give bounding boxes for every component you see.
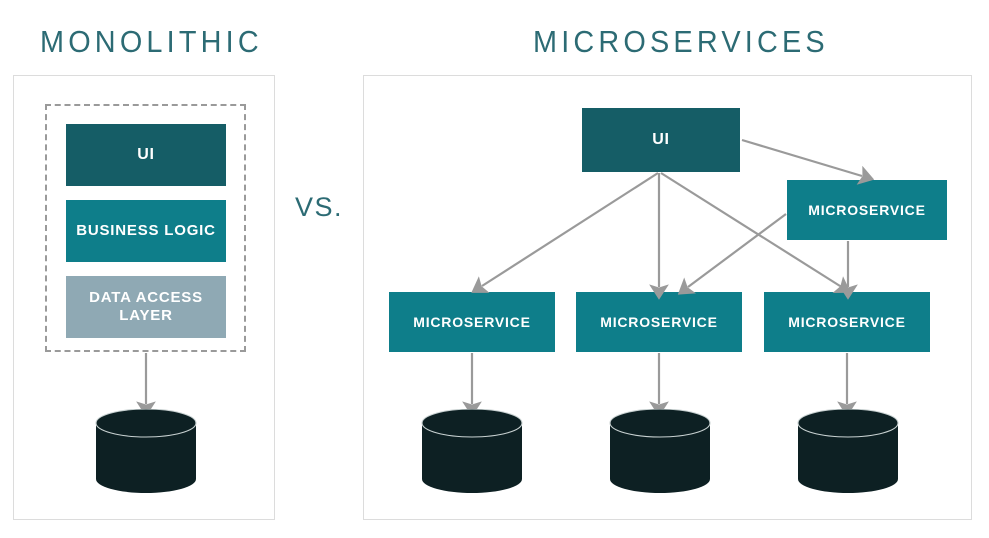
versus-label: VS.	[295, 192, 344, 222]
microservice-box-bottom-3: MICROSERVICE	[764, 292, 930, 352]
monolithic-title: MONOLITHIC	[40, 24, 263, 59]
microservices-ui-box: UI	[582, 108, 740, 172]
monolith-layer-business-logic: BUSINESS LOGIC	[66, 200, 226, 262]
microservice-box-bottom-1: MICROSERVICE	[389, 292, 555, 352]
monolith-layer-ui: UI	[66, 124, 226, 186]
microservices-title: MICROSERVICES	[533, 24, 829, 59]
microservice-box-bottom-2: MICROSERVICE	[576, 292, 742, 352]
monolith-dashed-boundary	[45, 104, 246, 352]
monolith-layer-data-access-layer: DATA ACCESS LAYER	[66, 276, 226, 338]
microservice-box-right: MICROSERVICE	[787, 180, 947, 240]
